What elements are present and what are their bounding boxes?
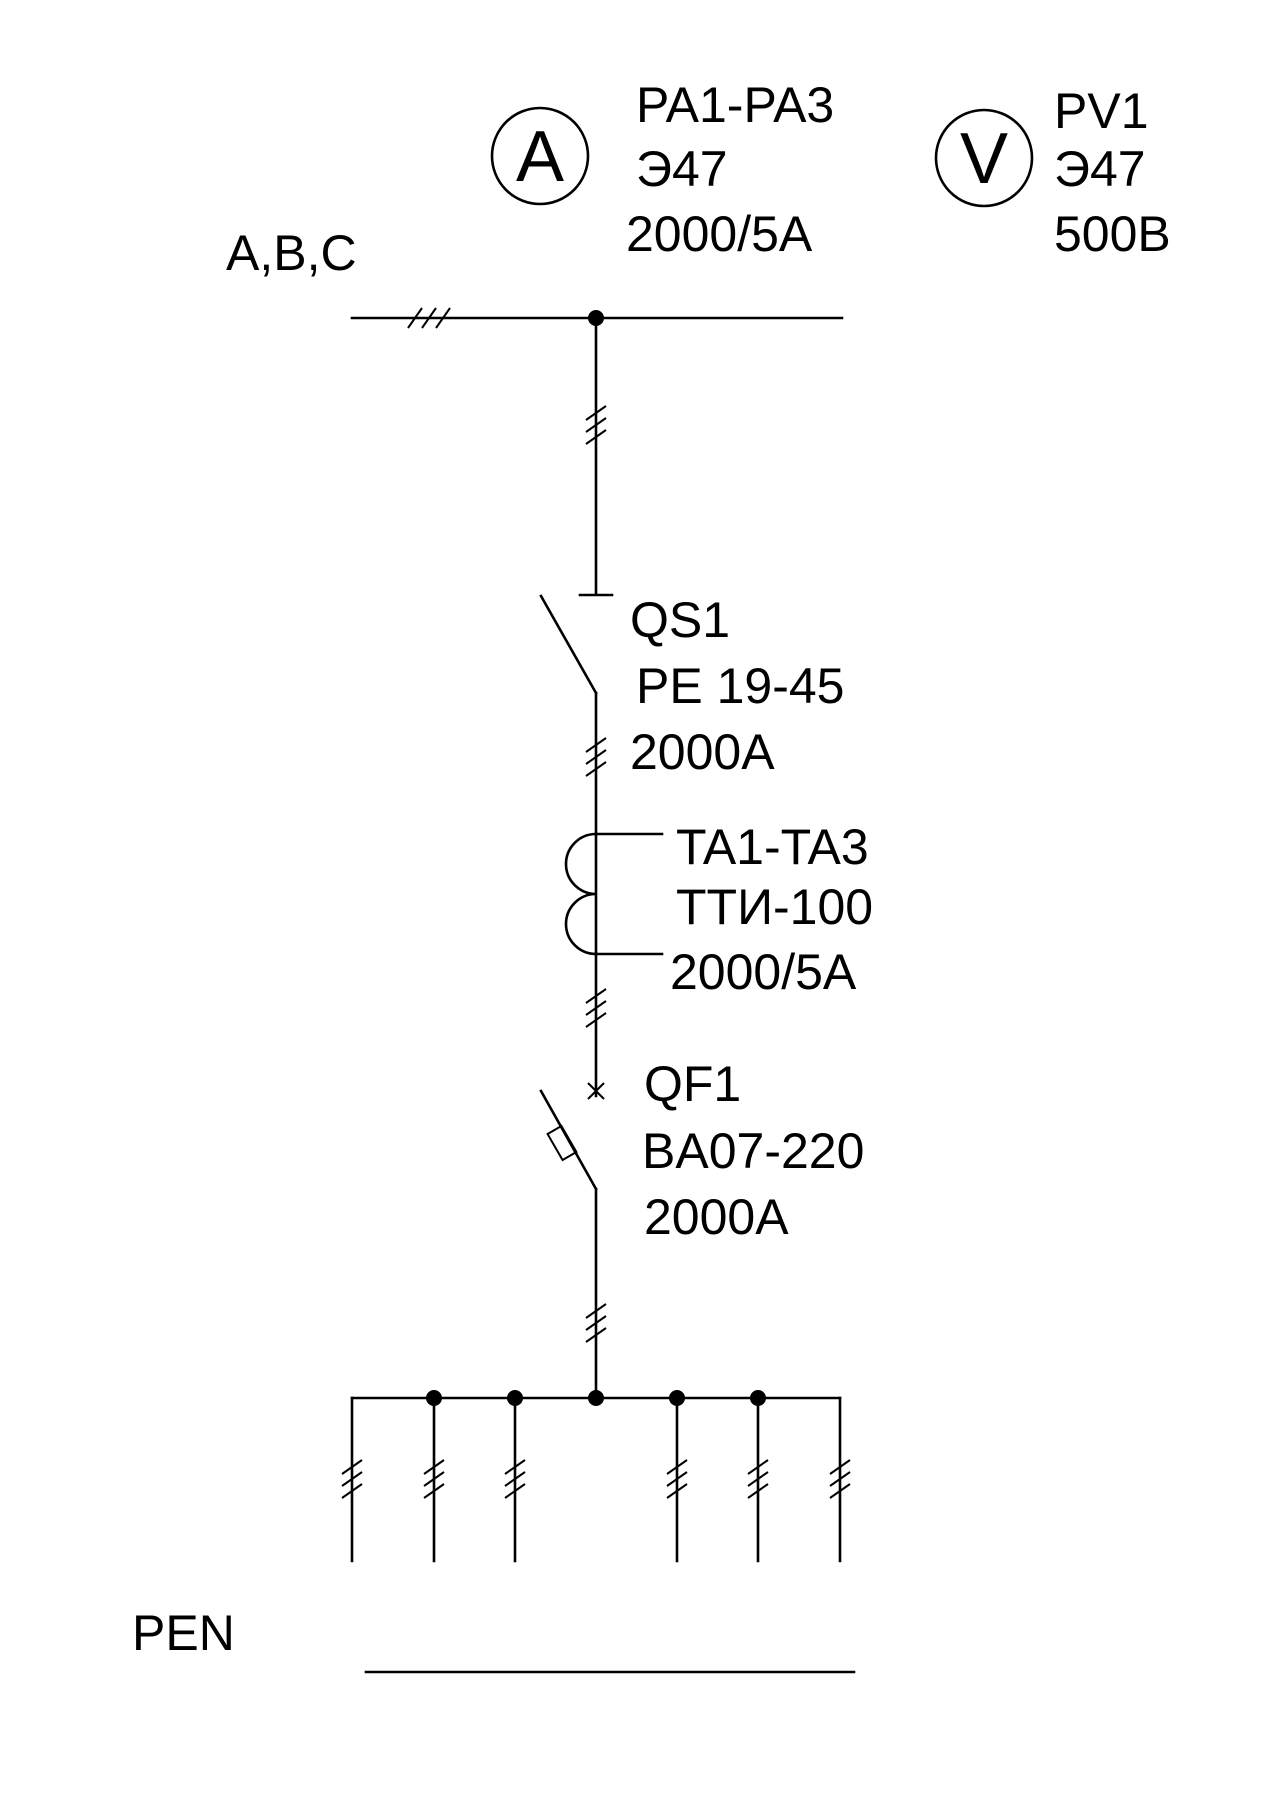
bus-label: A,B,C: [226, 225, 357, 281]
breaker-label-3: 2000A: [644, 1189, 789, 1245]
current-transformer-symbol: [564, 832, 664, 956]
transformer-label-1: TA1-TA3: [676, 819, 869, 875]
disconnector-qs1: [539, 593, 614, 695]
voltmeter-letter: V: [960, 119, 1008, 199]
outgoing-feeder-1: [341, 1396, 363, 1563]
ammeter-label-3: 2000/5A: [626, 206, 813, 262]
ammeter-label-2: Э47: [636, 141, 728, 197]
feeder-ticks-2: [585, 737, 607, 777]
transformer-label-2: ТТИ-100: [676, 879, 873, 935]
transformer-label-3: 2000/5A: [670, 944, 857, 1000]
ammeter-letter: A: [516, 117, 564, 197]
feeder-ticks-1: [585, 405, 607, 445]
voltmeter-label-1: PV1: [1054, 83, 1149, 139]
voltmeter-symbol: V: [934, 108, 1034, 208]
outgoing-feeder-6: [829, 1396, 851, 1563]
bus-three-phase-ticks: [407, 307, 451, 329]
outgoing-feeder-5: [747, 1396, 769, 1563]
breaker-label-2: BA07-220: [642, 1123, 864, 1179]
circuit-breaker-qf1: [539, 1082, 605, 1191]
switch-label-3: 2000A: [630, 724, 775, 780]
breaker-label-1: QF1: [644, 1056, 741, 1112]
switch-label-2: PE 19-45: [636, 658, 844, 714]
feeder-ticks-4: [585, 1303, 607, 1343]
switch-label-1: QS1: [630, 592, 730, 648]
ammeter-symbol: A: [490, 106, 590, 206]
voltmeter-label-2: Э47: [1054, 141, 1146, 197]
pen-label: PEN: [132, 1605, 235, 1661]
outgoing-feeder-4: [666, 1396, 688, 1563]
voltmeter-label-3: 500В: [1054, 206, 1171, 262]
outgoing-feeder-3: [504, 1396, 526, 1563]
feeder-ticks-3: [585, 988, 607, 1028]
ammeter-label-1: PA1-PA3: [636, 77, 834, 133]
outgoing-feeder-2: [423, 1396, 445, 1563]
